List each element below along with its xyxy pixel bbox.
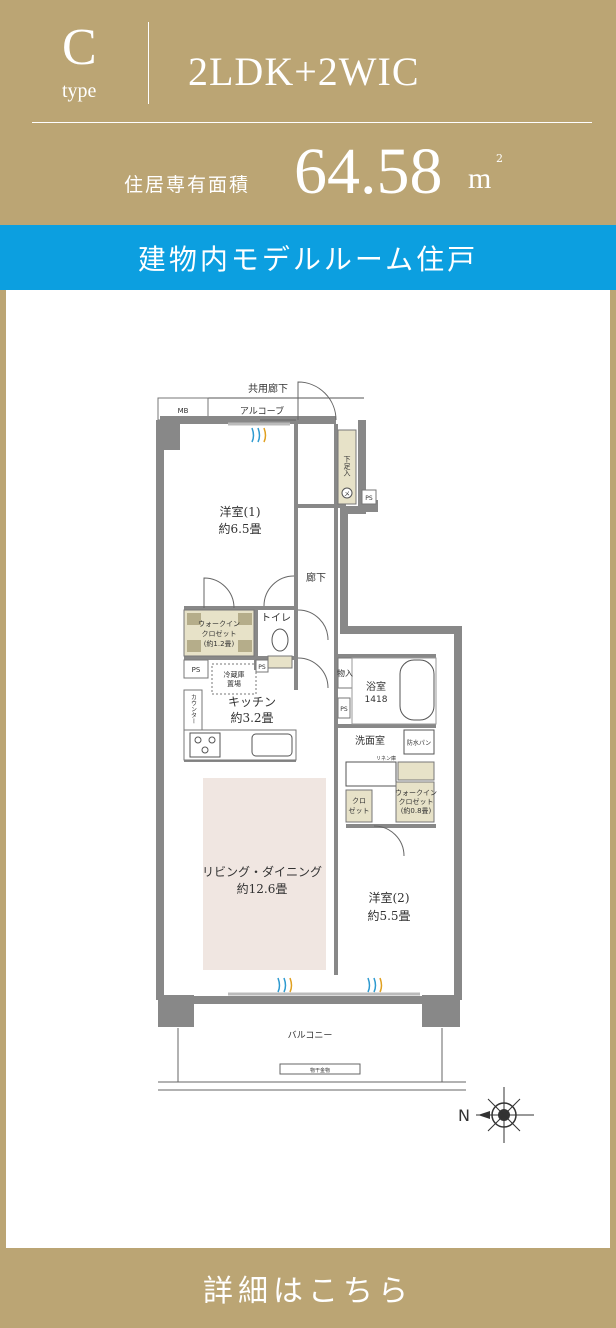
washer-pan-label: 防水パン [407,739,431,747]
meter-circle [341,487,353,499]
door-swings [203,381,405,857]
model-room-banner: 建物内モデルルーム住戸 [0,225,616,290]
wic2-line1: ウォークイン [395,789,437,797]
closet-line2: ゼット [349,806,370,815]
floor-heating-icons [263,427,383,993]
wic1-line3: (約1.2畳) [204,639,235,648]
type-word: type [62,80,97,102]
type-letter: C [62,19,97,76]
outer-wall [156,416,462,1004]
ps-box [361,489,377,505]
washroom-label: 洗面室 [355,734,385,747]
living-name: リビング・ダイニング [202,864,322,879]
plan-header: C type 2LDK+2WIC 住居専有面積 64.58 m 2 [0,0,616,225]
living-size: 約12.6畳 [237,881,288,896]
closet-box [345,789,373,823]
washer-pan [403,729,435,755]
alcove-label: アルコーブ [240,405,284,417]
stove [189,732,221,758]
linen-label: リネン庫 [376,755,396,762]
closet-line1: クロ [352,797,366,805]
plan-type: 2LDK+2WIC [188,49,420,94]
wic1-line2: クロゼット [202,629,237,638]
shoe-closet-label: 下足入 [343,456,351,477]
room1-size: 約6.5畳 [218,521,261,536]
meter-label: メ [344,491,350,498]
bathtub [399,659,435,721]
ps-box-kitchen [183,659,209,679]
area-unit-sup: 2 [496,152,503,165]
storage-label: 物入 [337,668,353,678]
balcony-label: バルコニー [288,1030,333,1041]
room2-name: 洋室(2) [369,890,410,905]
fridge-space [211,663,257,695]
area-value: 64.58 [294,135,443,208]
floorplan-drawing: 共用廊下 MB アルコーブ 下足入 メ PS 洋室(1) 約6.5畳 廊下 ウォ… [156,381,534,1143]
compass-n-label: N [458,1106,470,1125]
kitchen-name: キッチン [228,695,276,709]
header-divider [148,22,149,104]
toilet-tank [267,655,293,669]
fridge-line2: 置場 [227,679,241,688]
area-unit: m [468,162,492,195]
wall-column-sw [158,995,194,1027]
wic1-shelf-marks [187,613,252,652]
linen-shelf [397,761,435,781]
room1-name: 洋室(1) [220,504,261,519]
wic1-line1: ウォークイン [198,620,240,628]
bath-size: 1418 [365,695,388,705]
details-button[interactable]: 詳細はこちら [203,1274,413,1309]
kitchen-sink [251,733,293,757]
washbasin [345,761,397,787]
ps-box-bath [337,697,351,719]
toilet-bowl [271,628,289,652]
area-label: 住居専有面積 [124,174,251,196]
room2-size: 約5.5畳 [367,908,410,923]
counter-label: カウンター [190,694,197,724]
wic2-shelves [395,781,435,823]
corridor-label: 共用廊下 [248,382,288,395]
bath-name: 浴室 [366,680,386,693]
wic2-line2: クロゼット [399,797,434,806]
fridge-line1: 冷蔵庫 [224,670,245,679]
floorplan-panel: 共用廊下 MB アルコーブ 下足入 メ PS 洋室(1) 約6.5畳 廊下 ウォ… [6,290,610,1248]
shoe-closet [337,429,357,505]
ac-unit-icons [251,427,377,993]
hallway-label: 廊下 [306,571,326,584]
ps-label-entry: PS [365,495,373,502]
ps-label-bath: PS [340,706,348,713]
wall-column-nw [158,420,180,450]
railing-label: 物干金物 [310,1067,330,1074]
kitchen-counter [183,729,297,761]
toilet-label: トイレ [261,613,291,624]
railing-hardware [279,1063,361,1075]
kitchen-size: 約3.2畳 [230,710,273,725]
mb-label: MB [178,407,189,415]
ps-label-small: PS [258,664,266,671]
wall-column-se [422,995,460,1027]
wic2-line3: (約0.8畳) [401,806,432,815]
living-highlight [203,778,326,970]
ps-label-kitchen: PS [192,666,201,674]
header-rule [32,122,592,123]
compass-icon [476,1087,534,1143]
